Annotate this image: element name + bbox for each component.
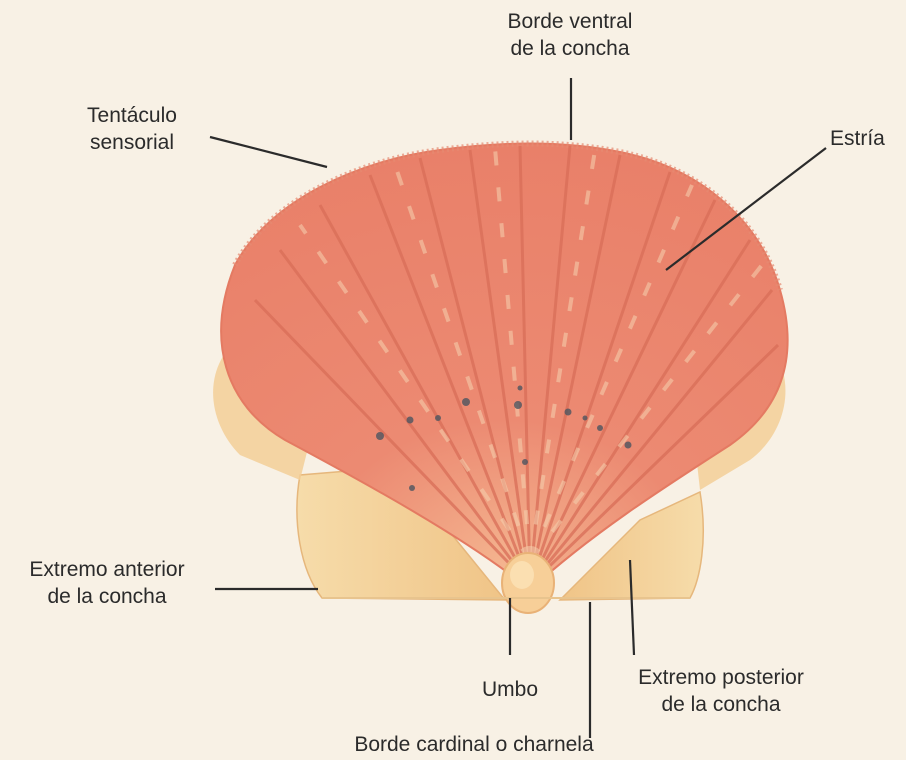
label-extremo-anterior: Extremo anterior de la concha xyxy=(2,556,212,610)
label-extremo-posterior: Extremo posterior de la concha xyxy=(608,664,834,718)
label-umbo: Umbo xyxy=(460,676,560,703)
label-extremo-posterior-line2: de la concha xyxy=(608,691,834,718)
label-borde-cardinal: Borde cardinal o charnela xyxy=(318,731,630,758)
label-borde-ventral-line2: de la concha xyxy=(470,35,670,62)
label-tentaculo-line2: sensorial xyxy=(62,129,202,156)
label-borde-ventral-line1: Borde ventral xyxy=(470,8,670,35)
label-extremo-anterior-line1: Extremo anterior xyxy=(2,556,212,583)
label-estria: Estría xyxy=(830,125,885,152)
label-tentaculo-line1: Tentáculo xyxy=(62,102,202,129)
label-borde-ventral: Borde ventral de la concha xyxy=(470,8,670,62)
leader-tentaculo xyxy=(210,137,327,167)
label-extremo-anterior-line2: de la concha xyxy=(2,583,212,610)
label-tentaculo: Tentáculo sensorial xyxy=(62,102,202,156)
label-extremo-posterior-line1: Extremo posterior xyxy=(608,664,834,691)
